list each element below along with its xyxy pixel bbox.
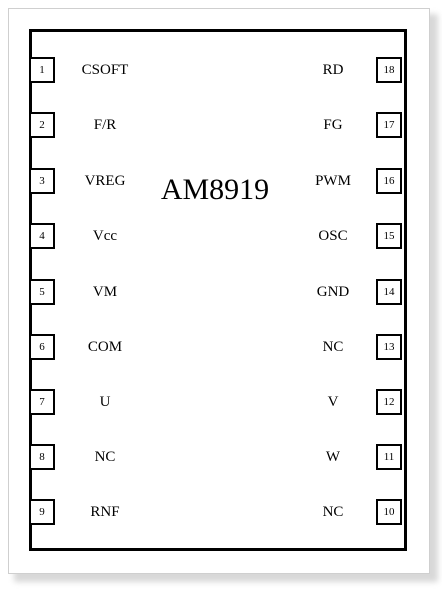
pin-3-box: 3	[29, 168, 55, 194]
pin-13-label: NC	[322, 339, 344, 355]
pin-14-label: GND	[316, 284, 350, 300]
pin-6-box: 6	[29, 334, 55, 360]
pin-1-label: CSOFT	[81, 62, 129, 78]
part-number: AM8919	[160, 173, 270, 206]
pin-18-label: RD	[322, 62, 344, 78]
pin-8-label: NC	[94, 449, 116, 465]
pin-18-box: 18	[376, 57, 402, 83]
pin-9-box: 9	[29, 499, 55, 525]
pin-16-label: PWM	[315, 173, 351, 189]
pin-7-label: U	[99, 394, 111, 410]
pin-2-box: 2	[29, 112, 55, 138]
pin-17-label: FG	[323, 117, 343, 133]
pin-11-label: W	[325, 449, 341, 465]
pin-10-box: 10	[376, 499, 402, 525]
pin-10-label: NC	[322, 504, 344, 520]
pin-14-box: 14	[376, 279, 402, 305]
pin-6-label: COM	[87, 339, 123, 355]
pin-4-label: Vcc	[92, 228, 118, 244]
pin-11-box: 11	[376, 444, 402, 470]
pin-1-box: 1	[29, 57, 55, 83]
pin-9-label: RNF	[90, 504, 120, 520]
pin-15-label: OSC	[318, 228, 348, 244]
pin-12-label: V	[327, 394, 339, 410]
pin-15-box: 15	[376, 223, 402, 249]
chip-outline	[29, 29, 407, 551]
pin-5-box: 5	[29, 279, 55, 305]
pin-12-box: 12	[376, 389, 402, 415]
pin-8-box: 8	[29, 444, 55, 470]
pin-7-box: 7	[29, 389, 55, 415]
pin-3-label: VREG	[84, 173, 126, 189]
pin-13-box: 13	[376, 334, 402, 360]
pin-4-box: 4	[29, 223, 55, 249]
pin-2-label: F/R	[93, 117, 117, 133]
pin-17-box: 17	[376, 112, 402, 138]
pin-5-label: VM	[92, 284, 118, 300]
pin-16-box: 16	[376, 168, 402, 194]
